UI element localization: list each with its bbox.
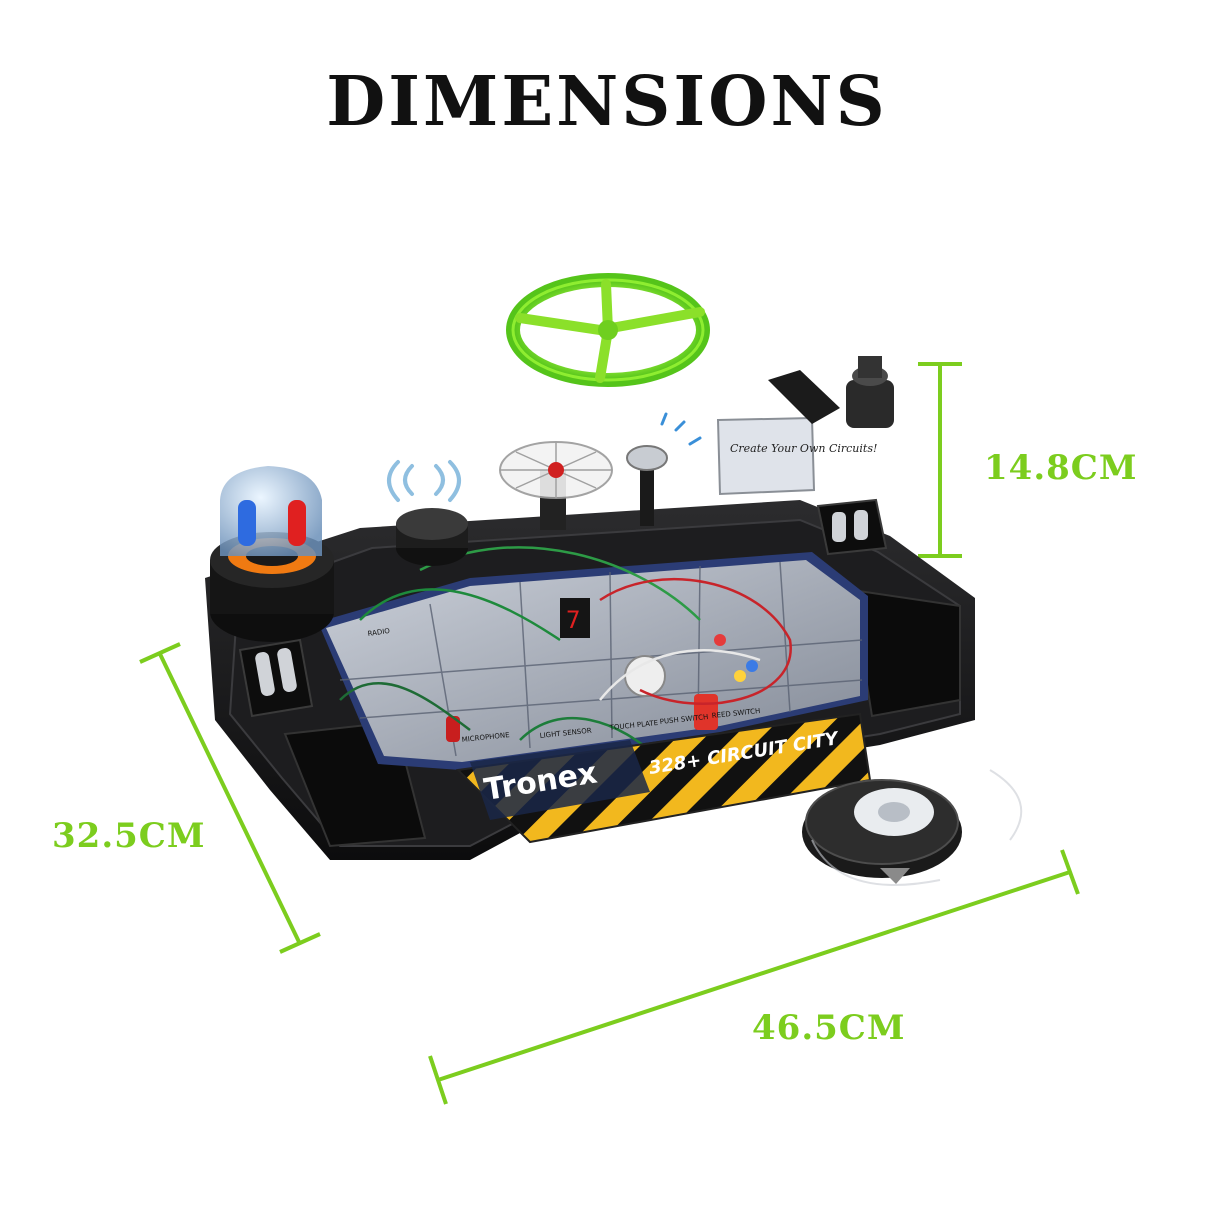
crank-generator [768, 356, 894, 428]
width-dimension-line [428, 849, 1080, 1105]
fan-module [499, 441, 613, 530]
width-dimension-label: 46.5CM [752, 1008, 906, 1048]
height-dimension-line [918, 362, 962, 558]
hazard-strip: Tronex 328+ CIRCUIT CITY [455, 712, 872, 844]
note-card-text: Create Your Own Circuits! [730, 442, 877, 455]
bell-module [626, 412, 702, 526]
battery-holder-left [238, 638, 314, 718]
spinning-top [802, 769, 1023, 886]
battery-holder-right [816, 498, 888, 556]
speaker-module [387, 460, 468, 566]
module-grid: 7 [318, 552, 868, 770]
module-label-radio: RADIO [367, 627, 391, 638]
page-title: DIMENSIONS [326, 62, 888, 142]
jumper-wires [339, 546, 792, 761]
siren-dome [210, 466, 334, 642]
glow-propeller [506, 273, 710, 387]
svg-text:7: 7 [566, 606, 580, 634]
note-card: Create Your Own Circuits! [716, 416, 877, 496]
depth-dimension-line [139, 642, 321, 954]
depth-dimension-label: 32.5CM [52, 816, 206, 856]
height-dimension-label: 14.8CM [984, 448, 1138, 488]
